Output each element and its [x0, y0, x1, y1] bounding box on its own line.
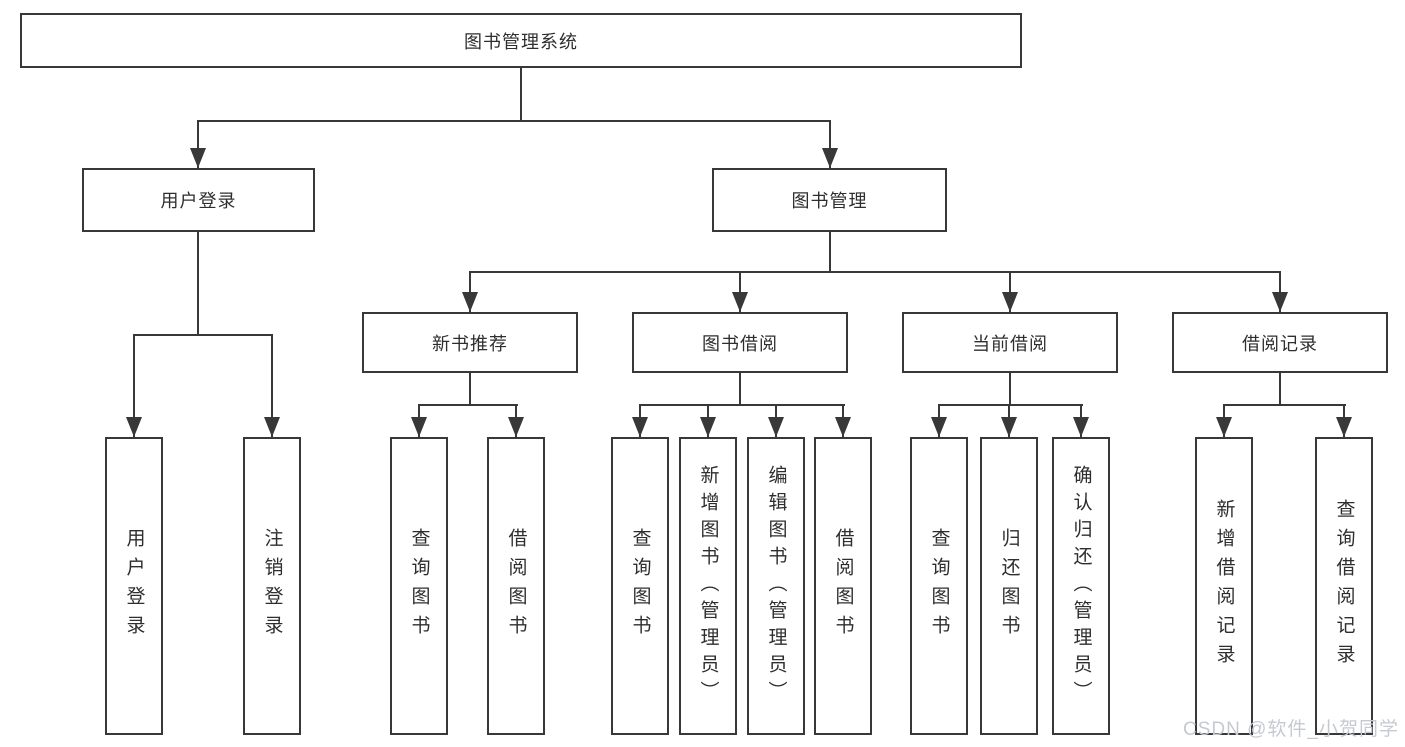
- arrow-down-icon: [732, 292, 748, 312]
- node-borrowing-records-label: 借阅记录: [1242, 333, 1318, 354]
- connector-line: [829, 232, 831, 273]
- arrow-down-icon: [1001, 417, 1017, 437]
- leaf-add-book-admin-label: 新增图书（管理员）: [697, 464, 719, 708]
- arrow-down-icon: [411, 417, 427, 437]
- arrow-down-icon: [1272, 292, 1288, 312]
- node-user-login-label: 用户登录: [160, 191, 237, 211]
- connector-line: [469, 271, 1281, 273]
- leaf-borrow-books-label: 借阅图书: [832, 528, 854, 644]
- node-new-book-recommend: 新书推荐: [362, 312, 578, 373]
- leaf-edit-book-admin-label: 编辑图书（管理员）: [765, 464, 787, 708]
- leaf-borrow-books-recommend-label: 借阅图书: [505, 528, 527, 644]
- connector-line: [938, 404, 1083, 406]
- leaf-user-login-label: 用户登录: [123, 528, 145, 644]
- arrow-down-icon: [700, 417, 716, 437]
- connector-line: [829, 120, 831, 168]
- connector-line: [1279, 373, 1281, 406]
- arrow-down-icon: [632, 417, 648, 437]
- arrow-down-icon: [1336, 417, 1352, 437]
- node-library-system: 图书管理系统: [20, 13, 1022, 68]
- arrow-down-icon: [768, 417, 784, 437]
- leaf-query-borrow-record: 查询借阅记录: [1315, 437, 1373, 735]
- connector-line: [520, 68, 522, 122]
- connector-line: [469, 271, 471, 312]
- connector-line: [1009, 373, 1011, 406]
- connector-line: [197, 232, 199, 336]
- connector-line: [133, 334, 135, 437]
- leaf-user-login: 用户登录: [105, 437, 163, 735]
- arrow-down-icon: [264, 417, 280, 437]
- leaf-return-books-label: 归还图书: [998, 528, 1020, 644]
- arrow-down-icon: [126, 417, 142, 437]
- node-new-book-recommend-label: 新书推荐: [432, 333, 508, 354]
- node-borrowing-records: 借阅记录: [1172, 312, 1388, 373]
- watermark-text: CSDN @软件_小贺同学: [1183, 719, 1399, 740]
- node-user-login: 用户登录: [82, 168, 315, 232]
- connector-line: [197, 120, 831, 122]
- connector-line: [1279, 271, 1281, 312]
- leaf-query-books-borrowing-label: 查询图书: [629, 528, 651, 644]
- arrow-down-icon: [462, 292, 478, 312]
- node-book-borrowing: 图书借阅: [632, 312, 848, 373]
- leaf-query-books-current: 查询图书: [910, 437, 968, 735]
- connector-line: [418, 404, 518, 406]
- leaf-borrow-books: 借阅图书: [814, 437, 872, 735]
- leaf-query-books-current-label: 查询图书: [928, 528, 950, 644]
- connector-line: [1223, 404, 1346, 406]
- node-current-borrowing: 当前借阅: [902, 312, 1118, 373]
- connector-line: [639, 404, 845, 406]
- connector-line: [469, 373, 471, 406]
- arrow-down-icon: [190, 148, 206, 168]
- node-book-management-label: 图书管理: [791, 191, 868, 211]
- leaf-query-borrow-record-label: 查询借阅记录: [1333, 499, 1355, 673]
- leaf-logout: 注销登录: [243, 437, 301, 735]
- leaf-add-book-admin: 新增图书（管理员）: [679, 437, 737, 735]
- connector-line: [739, 271, 741, 312]
- leaf-confirm-return-admin-label: 确认归还（管理员）: [1070, 464, 1092, 708]
- arrow-down-icon: [1216, 417, 1232, 437]
- connector-line: [197, 120, 199, 168]
- connector-line: [271, 334, 273, 437]
- connector-line: [739, 373, 741, 406]
- leaf-edit-book-admin: 编辑图书（管理员）: [747, 437, 805, 735]
- node-book-management: 图书管理: [712, 168, 947, 232]
- connector-line: [1009, 271, 1011, 312]
- arrow-down-icon: [1002, 292, 1018, 312]
- arrow-down-icon: [822, 148, 838, 168]
- arrow-down-icon: [508, 417, 524, 437]
- leaf-add-borrow-record: 新增借阅记录: [1195, 437, 1253, 735]
- leaf-query-books-recommend-label: 查询图书: [408, 528, 430, 644]
- leaf-return-books: 归还图书: [980, 437, 1038, 735]
- leaf-add-borrow-record-label: 新增借阅记录: [1213, 499, 1235, 673]
- leaf-query-books-borrowing: 查询图书: [611, 437, 669, 735]
- connector-line: [133, 334, 273, 336]
- node-current-borrowing-label: 当前借阅: [972, 333, 1048, 354]
- arrow-down-icon: [931, 417, 947, 437]
- leaf-logout-label: 注销登录: [261, 528, 283, 644]
- arrow-down-icon: [1073, 417, 1089, 437]
- node-library-system-label: 图书管理系统: [464, 31, 578, 52]
- arrow-down-icon: [835, 417, 851, 437]
- leaf-query-books-recommend: 查询图书: [390, 437, 448, 735]
- leaf-confirm-return-admin: 确认归还（管理员）: [1052, 437, 1110, 735]
- leaf-borrow-books-recommend: 借阅图书: [487, 437, 545, 735]
- node-book-borrowing-label: 图书借阅: [702, 333, 778, 354]
